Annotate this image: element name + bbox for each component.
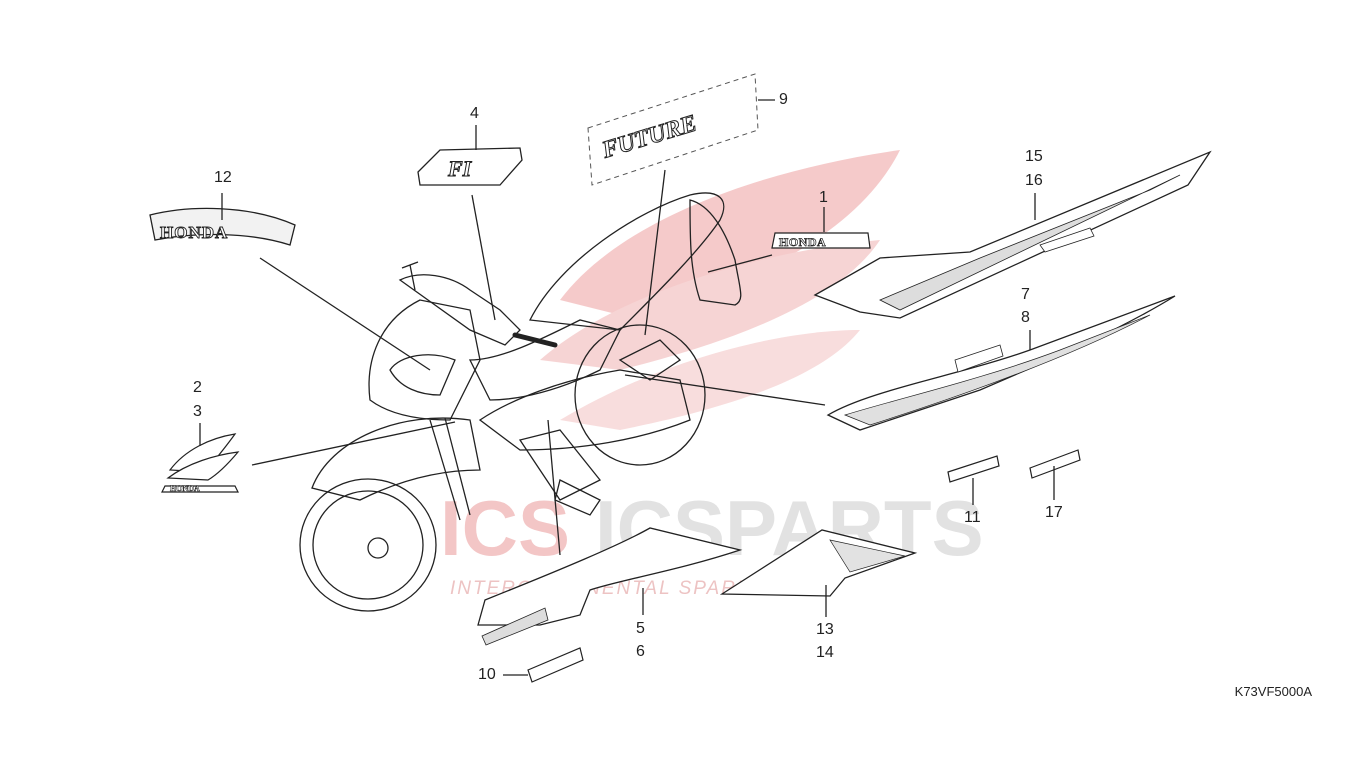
leader-7-8-to-part [624,374,826,406]
rear-shock [618,339,682,381]
floor-panel [468,319,621,401]
decal-13-14-lower-stripe [719,529,918,597]
handlebar-cover [398,274,521,346]
handlebar-grip [512,332,558,348]
mirror-stem [401,261,419,291]
front-wheel-rim [312,490,424,600]
decal-2-3-text: HONDA [170,484,200,493]
watermark-wing-shape [560,150,900,320]
callout-13: 13 [816,621,834,638]
front-fender [311,417,481,501]
decal-9-future: FUTURE [587,73,759,186]
callout-12: 12 [214,169,232,186]
front-fork [429,417,471,521]
diagram-code: K73VF5000A [1234,684,1312,699]
front-cowl [368,299,481,421]
front-hub [367,537,389,559]
callout-4: 4 [470,105,479,122]
decal-5-6-lower-stripe [477,527,743,646]
decal-4-fi-badge: FI [417,147,523,186]
engine-case [518,429,602,501]
decal-7-8-side-stripe [826,295,1176,431]
motorcycle-outline [299,192,742,612]
decal-15-16-rear-stripe [813,150,1212,319]
callout-14: 14 [816,644,834,661]
leader-4-to-part [471,194,496,321]
decal-12-honda-emblem: HONDA [149,207,296,246]
decal-17-badge [1029,449,1081,479]
callout-5: 5 [636,620,645,637]
leader-1-to-part [707,254,773,273]
leader-lines [199,99,1055,676]
callout-7: 7 [1021,286,1030,303]
callout-17: 17 [1045,504,1063,521]
callout-9: 9 [779,91,788,108]
decal-1-honda-tank: HONDA [771,232,871,249]
decal-2-3-wing-emblem: HONDA [161,433,240,493]
decal-11-badge [947,455,1000,483]
watermark-wing-shape [540,240,880,370]
callout-8: 8 [1021,309,1030,326]
rear-cowl [689,199,742,306]
watermark-logo: ICS ICSPARTS INTERCONTINENTAL SPARE PART… [440,150,984,599]
seat [529,192,725,331]
rear-wheel [574,324,706,466]
watermark-brand-prefix: ICS [440,484,570,572]
callout-15: 15 [1025,148,1043,165]
leader-2-3-to-part [251,421,456,466]
callout-3: 3 [193,403,202,420]
decal-10-badge [527,647,584,683]
decal-4-text: FI [447,156,473,181]
callout-16: 16 [1025,172,1043,189]
callout-2: 2 [193,379,202,396]
front-wheel [299,478,437,612]
callout-11: 11 [964,509,981,526]
decal-1-text: HONDA [779,235,826,249]
leader-12-to-part [259,257,431,371]
decal-9-text: FUTURE [598,110,700,164]
leader-9-to-part [644,169,666,336]
callout-6: 6 [636,643,645,660]
decal-12-text: HONDA [160,223,228,242]
kick-pedal [554,479,601,516]
watermark-wing-shape [560,330,860,430]
leader-5-6-to-part [547,419,561,556]
headlight [389,354,456,396]
body-side-panel [478,369,691,451]
callout-1: 1 [819,189,828,206]
callout-10: 10 [478,666,496,683]
